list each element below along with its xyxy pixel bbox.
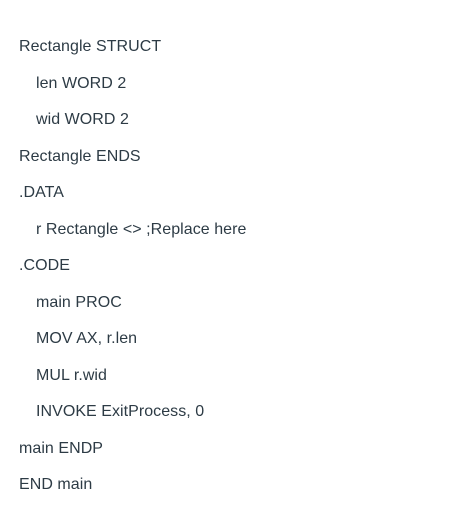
code-line: len WORD 2 bbox=[36, 74, 127, 92]
code-line: MOV AX, r.len bbox=[36, 330, 138, 347]
code-line: MUL r.wid bbox=[36, 366, 107, 384]
code-line: Rectangle STRUCT bbox=[19, 38, 162, 55]
code-line: .CODE bbox=[19, 257, 70, 274]
code-line: r Rectangle <> ;Replace here bbox=[36, 220, 247, 238]
code-line: main ENDP bbox=[19, 439, 104, 457]
code-line: Rectangle ENDS bbox=[19, 147, 141, 165]
code-line: .DATA bbox=[19, 184, 64, 201]
code-line: wid WORD 2 bbox=[36, 111, 129, 128]
code-line: main PROC bbox=[36, 293, 122, 311]
code-line: INVOKE ExitProcess, 0 bbox=[36, 403, 205, 420]
code-line: END main bbox=[19, 476, 93, 493]
